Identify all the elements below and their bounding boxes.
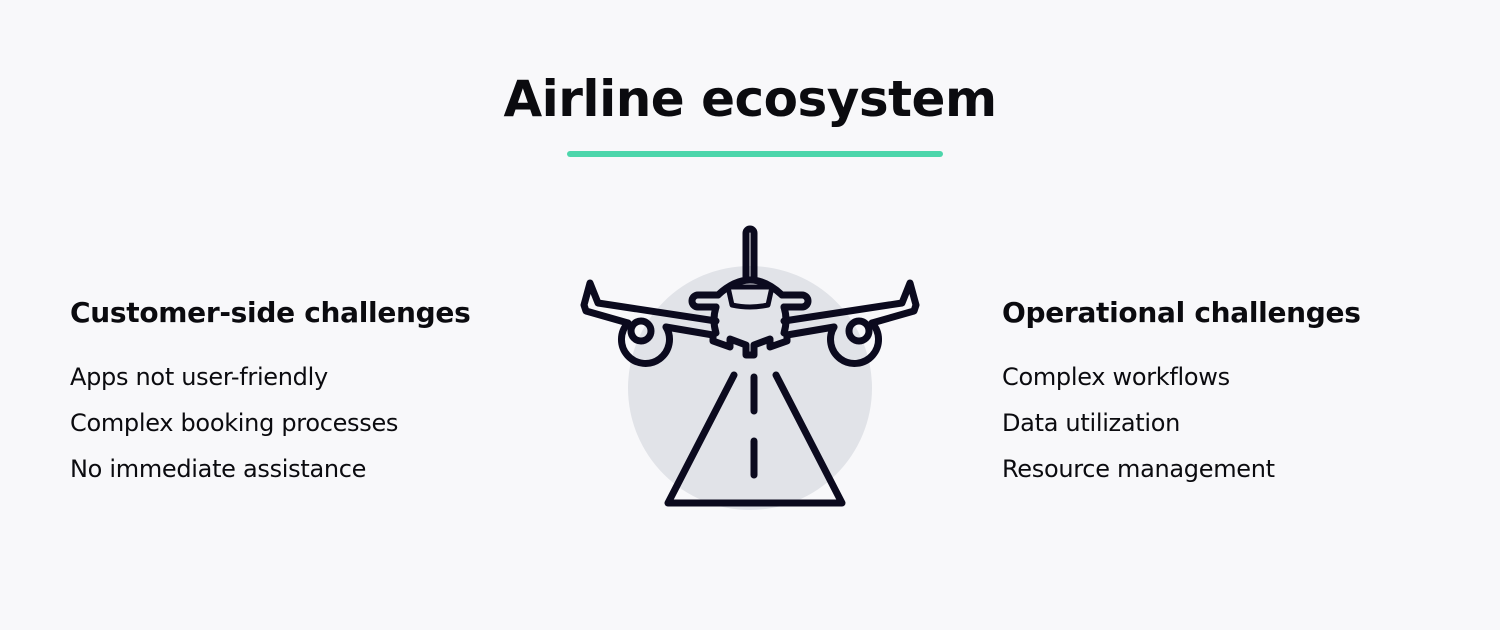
list-item: Resource management <box>1002 455 1275 483</box>
list-item: Complex workflows <box>1002 363 1230 391</box>
list-item: Complex booking processes <box>70 409 399 437</box>
customer-challenges-heading: Customer-side challenges <box>70 296 471 329</box>
operational-challenges-section: Operational challenges Complex workflows… <box>1002 294 1361 492</box>
list-item: No immediate assistance <box>70 455 367 483</box>
operational-challenges-list: Complex workflows Data utilization Resou… <box>1002 354 1361 492</box>
customer-challenges-section: Customer-side challenges Apps not user-f… <box>70 294 471 492</box>
list-item: Data utilization <box>1002 409 1181 437</box>
background-circle <box>628 266 872 510</box>
page-title: Airline ecosystem <box>503 70 997 128</box>
airplane-landing-runway-icon <box>578 225 922 515</box>
customer-challenges-list: Apps not user-friendly Complex booking p… <box>70 354 470 492</box>
list-item: Apps not user-friendly <box>70 363 328 391</box>
operational-challenges-heading: Operational challenges <box>1002 296 1361 329</box>
title-underline <box>567 151 943 157</box>
